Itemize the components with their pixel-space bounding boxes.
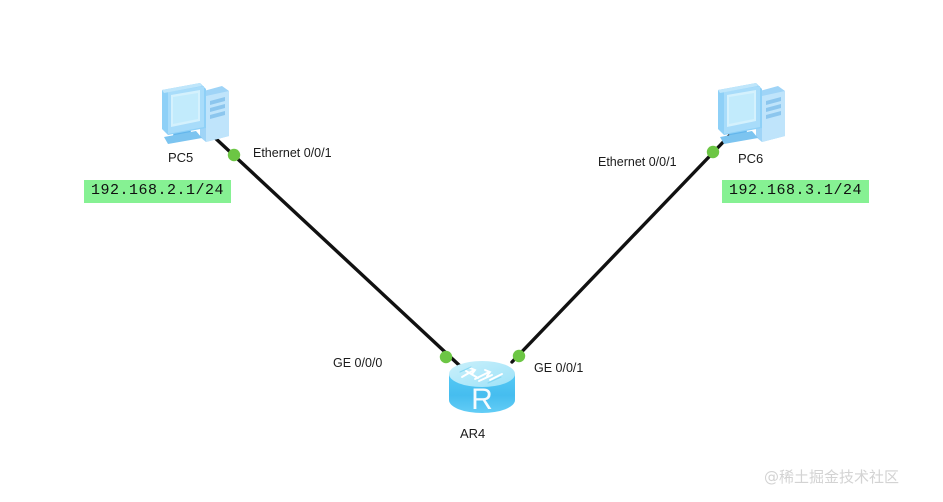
- iface-label-router-left: GE 0/0/0: [333, 356, 383, 370]
- node-label-pc6: PC6: [738, 151, 764, 166]
- desktop-computer-icon: [162, 83, 229, 144]
- connector-dot-pc5[interactable]: [227, 148, 241, 162]
- desktop-computer-icon: [718, 83, 785, 144]
- connector-dot-router-right[interactable]: [512, 349, 526, 363]
- link-pc6-router[interactable]: [510, 134, 731, 364]
- node-label-pc5: PC5: [168, 150, 194, 165]
- ip-badge-pc5: 192.168.2.1/24: [84, 180, 232, 203]
- iface-label-pc5: Ethernet 0/0/1: [253, 146, 332, 160]
- node-pc5[interactable]: [156, 80, 234, 150]
- node-pc6[interactable]: [712, 80, 790, 150]
- connector-dot-pc6[interactable]: [706, 145, 720, 159]
- iface-label-pc6: Ethernet 0/0/1: [598, 155, 677, 169]
- node-router-ar4[interactable]: R: [444, 358, 520, 420]
- ip-badge-pc6: 192.168.3.1/24: [722, 180, 870, 203]
- router-glyph: R: [471, 383, 493, 416]
- router-icon: R: [449, 361, 515, 416]
- watermark: @稀土掘金技术社区: [764, 468, 900, 486]
- connector-dot-router-left[interactable]: [439, 350, 453, 364]
- iface-label-router-right: GE 0/0/1: [534, 361, 584, 375]
- link-pc5-router[interactable]: [211, 134, 461, 367]
- node-label-router: AR4: [460, 426, 486, 441]
